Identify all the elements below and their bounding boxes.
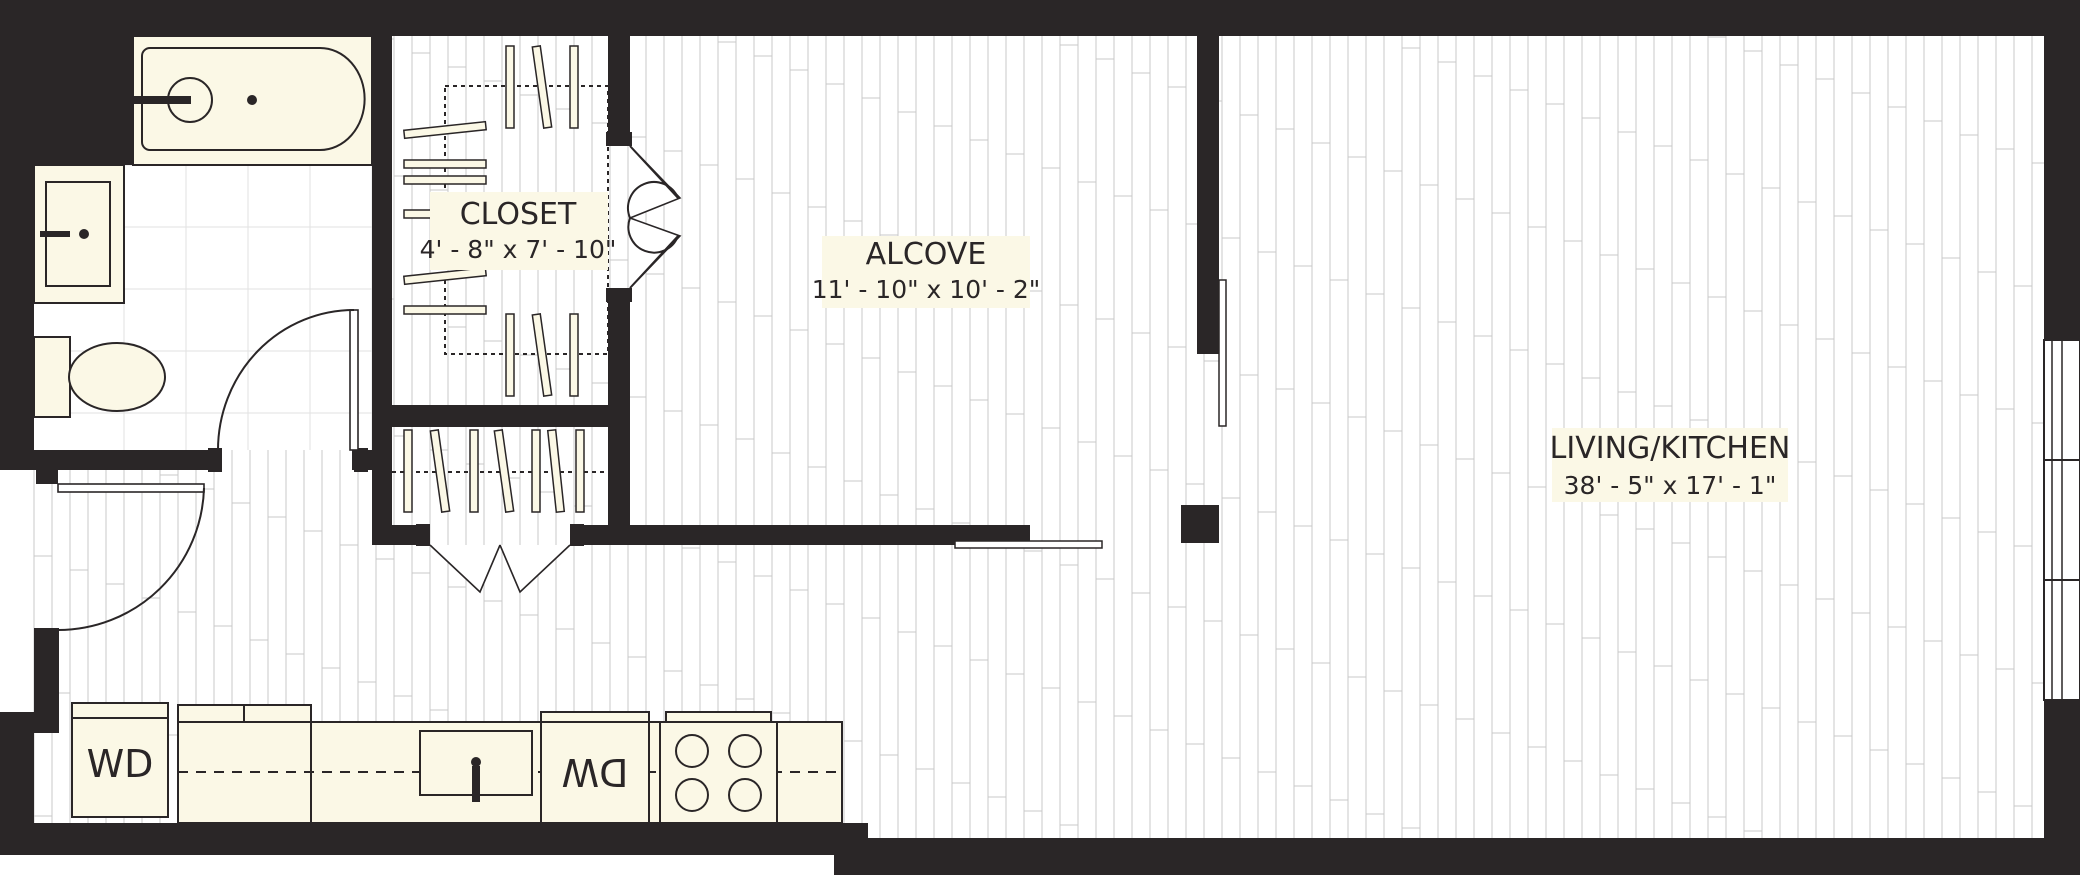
sliding-door bbox=[954, 279, 1227, 549]
dishwasher-label: DW bbox=[562, 750, 629, 794]
washer-dryer-label: WD bbox=[87, 742, 154, 786]
closet-bifold-door-lower bbox=[429, 544, 571, 594]
alcove-dimensions: 11' - 10" x 10' - 2" bbox=[812, 275, 1041, 304]
entry-door bbox=[57, 483, 205, 631]
bathroom-door bbox=[217, 309, 359, 451]
toilet bbox=[33, 336, 166, 418]
closet-bifold-door-upper bbox=[627, 145, 682, 289]
closet-label: CLOSET 4' - 8" x 7' - 10" bbox=[420, 192, 617, 270]
living-kitchen-label: LIVING/KITCHEN 38' - 5" x 17' - 1" bbox=[1550, 428, 1791, 502]
window-right bbox=[2043, 339, 2080, 701]
alcove-name: ALCOVE bbox=[866, 237, 987, 272]
bathtub bbox=[132, 35, 373, 166]
living-kitchen-dimensions: 38' - 5" x 17' - 1" bbox=[1564, 471, 1777, 500]
alcove-label: ALCOVE 11' - 10" x 10' - 2" bbox=[812, 236, 1041, 308]
closet-name: CLOSET bbox=[460, 197, 577, 232]
bathroom-sink bbox=[33, 164, 125, 304]
dishwasher: DW bbox=[540, 711, 650, 824]
closet-dimensions: 4' - 8" x 7' - 10" bbox=[420, 235, 617, 264]
living-kitchen-name: LIVING/KITCHEN bbox=[1550, 431, 1791, 466]
washer-dryer: WD bbox=[71, 702, 169, 818]
kitchen-sink bbox=[419, 730, 533, 802]
closet-lower-hangers bbox=[392, 428, 608, 514]
cooktop bbox=[659, 711, 778, 824]
